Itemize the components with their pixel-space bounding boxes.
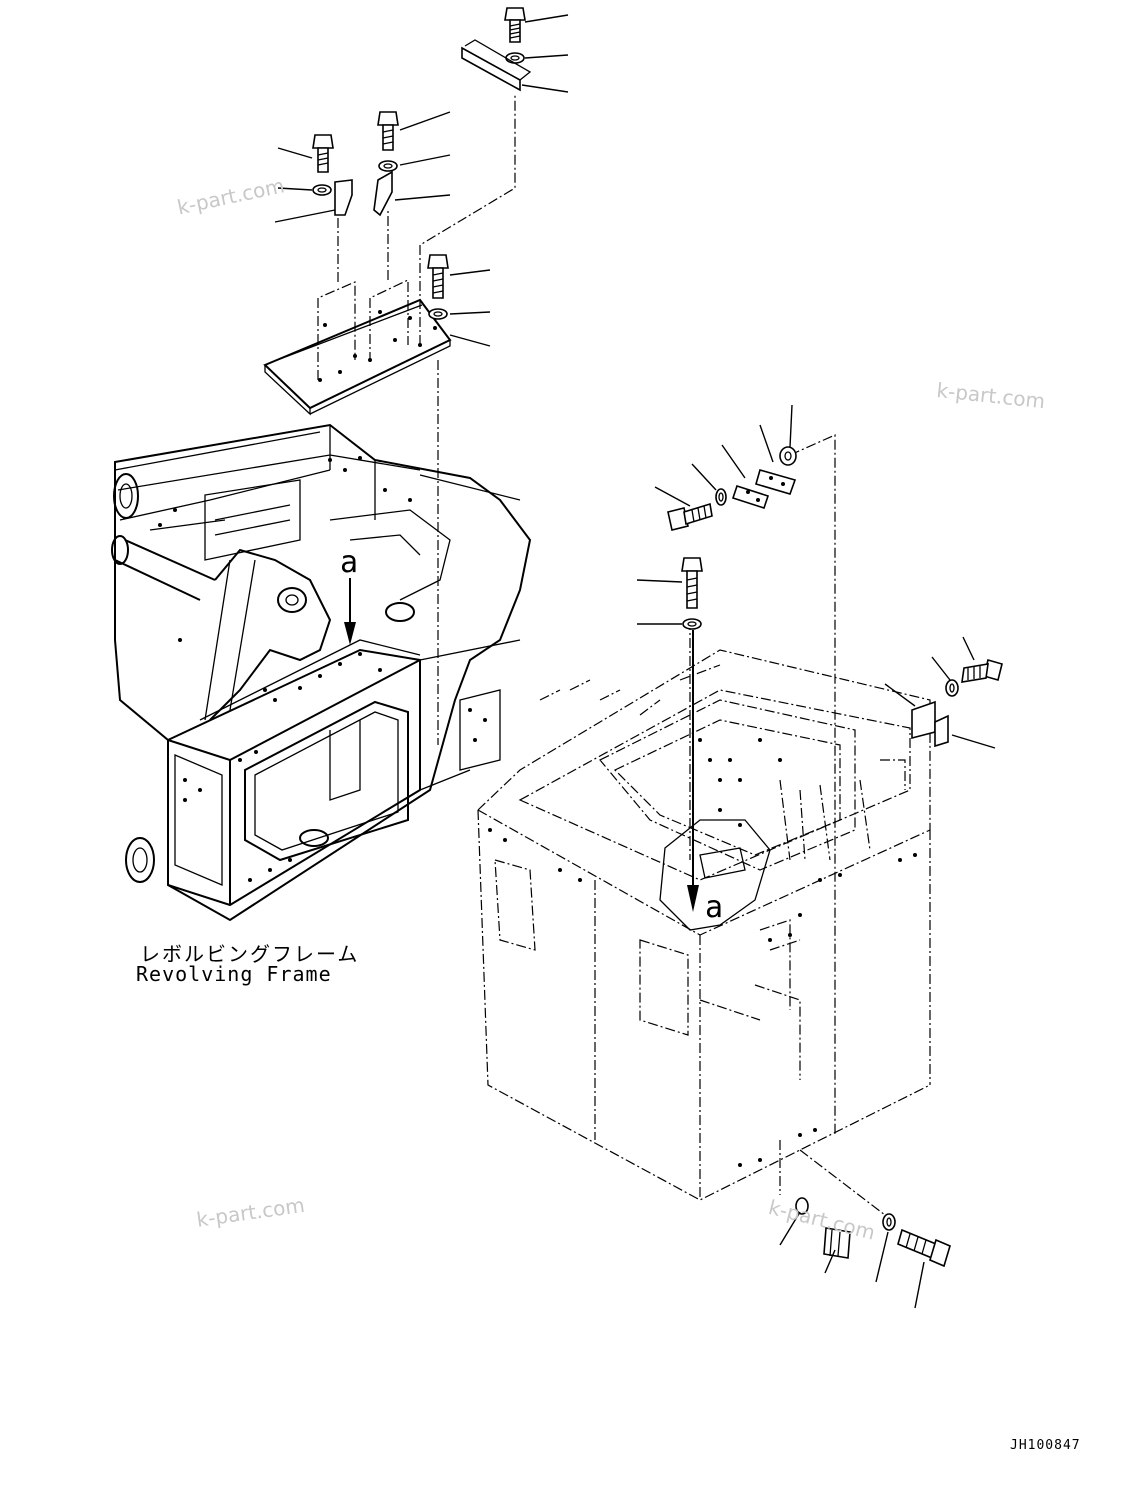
view-callout-left: a [340, 545, 359, 580]
view-arrows [344, 578, 699, 912]
revolving-frame [111, 423, 532, 922]
fastener-group-right [636, 404, 1003, 1309]
drawing-number: JH100847 [1010, 1438, 1081, 1453]
top-cover-plate [263, 95, 516, 745]
frame-label-jp: レボルビングフレーム [140, 942, 360, 966]
assembly-guide-lines [689, 434, 886, 1216]
box-housing [477, 649, 931, 1201]
frame-label-en: Revolving Frame [136, 962, 332, 986]
fastener-group-upper [274, 7, 569, 347]
view-callout-right: a [705, 890, 724, 925]
